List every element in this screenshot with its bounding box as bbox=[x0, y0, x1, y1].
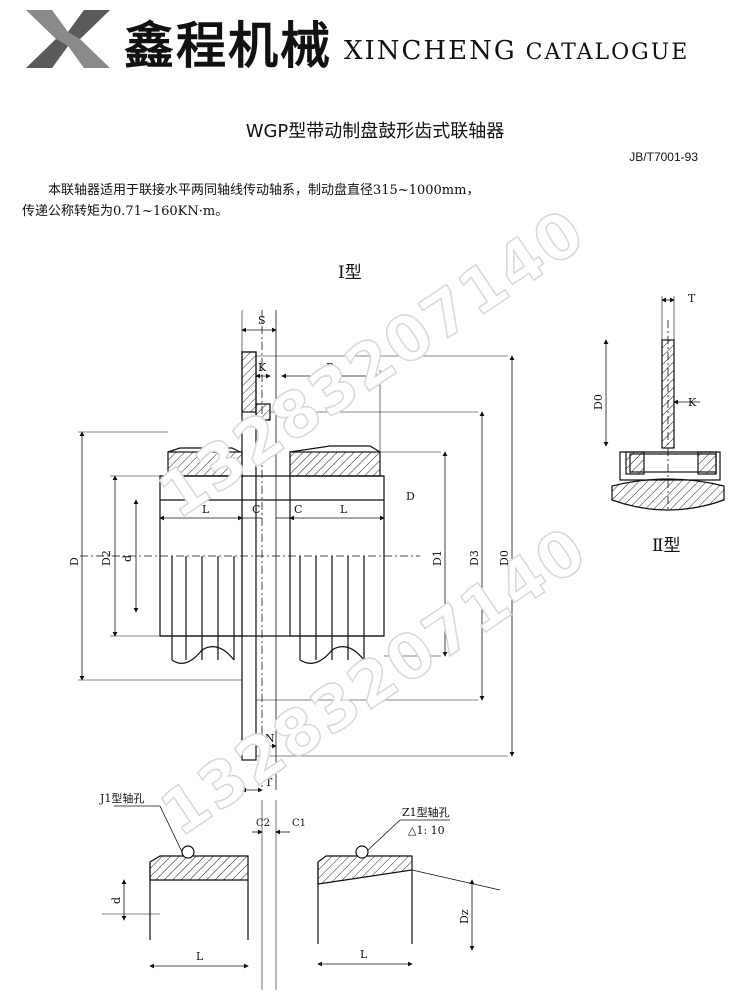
dim-label-d-bore: d bbox=[121, 555, 134, 562]
dim-label-l-left: L bbox=[202, 503, 210, 516]
j1-bore-label: J1型轴孔 bbox=[99, 791, 144, 805]
taper-ratio: △1: 10 bbox=[408, 824, 445, 837]
dim-label-b: B bbox=[326, 361, 334, 374]
dim-label-l-right: L bbox=[340, 503, 348, 516]
bore-dim-l-left: L bbox=[196, 950, 204, 963]
dim-label-c-left: C bbox=[252, 503, 260, 516]
dim-label-d1: D1 bbox=[431, 550, 444, 566]
dim-label-d2: D2 bbox=[100, 550, 113, 566]
dim-label-c-right: C bbox=[294, 503, 302, 516]
brand-chinese-name: 鑫程机械 bbox=[124, 17, 332, 75]
bore-dim-d: d bbox=[110, 897, 123, 904]
type2-detail-view bbox=[603, 296, 725, 511]
dim-label-k: K bbox=[258, 361, 267, 374]
z1-bore-label: Z1型轴孔 bbox=[402, 805, 450, 819]
dim-label-s: S bbox=[258, 314, 266, 327]
type2-label: Ⅱ型 bbox=[652, 536, 681, 556]
type2-dim-t: T bbox=[688, 292, 696, 305]
page-header: 鑫程机械 XINCHENG CATALOGUE bbox=[0, 0, 750, 80]
type2-dim-d0: D0 bbox=[592, 394, 605, 410]
xincheng-logo-icon bbox=[22, 6, 114, 72]
type1-label: Ⅰ型 bbox=[338, 263, 362, 283]
type2-dim-k: K bbox=[688, 396, 697, 409]
bore-dim-l-right: L bbox=[360, 948, 368, 961]
bore-dim-c2: C2 bbox=[256, 818, 270, 829]
bore-dim-c1: C1 bbox=[292, 818, 306, 829]
dim-label-d-big: D bbox=[68, 557, 81, 566]
description-line-1: 本联轴器适用于联接水平两同轴线传动轴系，制动盘直径315~1000mm， bbox=[48, 183, 480, 198]
type1-coupling-view bbox=[78, 310, 515, 793]
product-description: 本联轴器适用于联接水平两同轴线传动轴系，制动盘直径315~1000mm， 传递公… bbox=[22, 180, 722, 222]
page-title: WGP型带动制盘鼓形齿式联轴器 bbox=[245, 121, 505, 142]
dim-label-t-main: T bbox=[265, 776, 273, 789]
brand-english-sub: CATALOGUE bbox=[525, 40, 690, 65]
brand-english-name: XINCHENG CATALOGUE bbox=[344, 36, 689, 66]
dim-label-d0: D0 bbox=[498, 550, 511, 566]
dim-label-n: N bbox=[265, 732, 275, 745]
dim-label-d-upper: D bbox=[406, 490, 415, 503]
dim-label-d3: D3 bbox=[468, 550, 481, 566]
description-line-2: 传递公称转矩为0.71~160KN·m。 bbox=[22, 204, 229, 219]
standard-number: JB/T7001-93 bbox=[629, 150, 698, 164]
bore-dim-dz: Dz bbox=[458, 909, 471, 924]
brand-english-main: XINCHENG bbox=[344, 36, 517, 66]
bore-details bbox=[102, 800, 501, 990]
